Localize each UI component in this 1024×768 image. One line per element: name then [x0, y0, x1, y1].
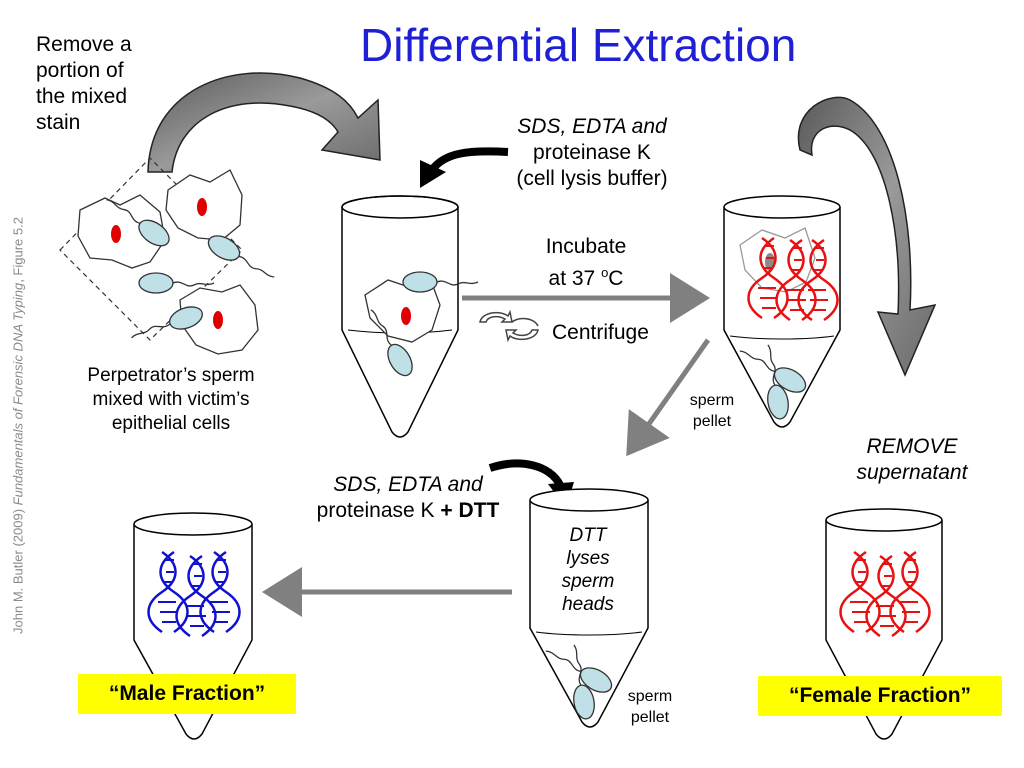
lysis-buffer-label: SDS, EDTA and proteinase K (cell lysis b… — [482, 114, 702, 192]
remove-portion-line: stain — [36, 111, 81, 134]
mixed-stain-sample — [59, 157, 280, 355]
remove-portion-line: portion of — [36, 59, 124, 82]
male-fraction-label: “Male Fraction” — [78, 674, 296, 714]
dtt-note-line: heads — [562, 594, 614, 615]
lysis-buffer-line: SDS, EDTA and — [517, 115, 667, 138]
lysis-buffer-line: (cell lysis buffer) — [516, 167, 668, 190]
incubate-label: Incubate at 37 oC — [518, 234, 654, 292]
female-fraction-label: “Female Fraction” — [758, 676, 1002, 716]
lysis-buffer-line: proteinase K — [533, 141, 651, 164]
mixture-caption-line: Perpetrator’s sperm — [87, 365, 255, 386]
sperm-pellet-label-1: sperm pellet — [672, 390, 752, 432]
remove-portion-line: the mixed — [36, 85, 128, 108]
dtt-note-line: sperm — [561, 571, 615, 592]
dtt-note-line: DTT — [569, 525, 607, 546]
tube-1 — [341, 195, 479, 438]
page-title: Differential Extraction — [360, 19, 797, 71]
credit-figure: , Figure 5.2 — [10, 217, 26, 283]
mixture-caption-line: mixed with victim’s — [92, 389, 250, 410]
incubate-temp: at 37 — [548, 267, 602, 290]
remove-supernatant-line: REMOVE — [866, 435, 958, 458]
remove-supernatant-label: REMOVE supernatant — [832, 434, 992, 486]
credit-author: John M. Butler (2009) — [10, 505, 26, 634]
remove-portion-label: Remove a portion of the mixed stain — [36, 32, 166, 136]
incubate-line: Incubate — [545, 235, 627, 258]
dtt-buffer-line: SDS, EDTA and — [333, 473, 483, 496]
centrifuge-label: Centrifuge — [552, 321, 649, 344]
mixture-caption: Perpetrator’s sperm mixed with victim’s … — [56, 364, 286, 436]
transfer-curved-arrow — [147, 72, 381, 173]
dtt-note: DTT lyses sperm heads — [540, 524, 636, 616]
sperm-pellet-line: sperm — [689, 392, 735, 409]
dtt-buffer-label: SDS, EDTA and proteinase K + DTT — [288, 472, 528, 524]
supernatant-curved-arrow — [797, 96, 937, 377]
degree-symbol: o — [601, 265, 609, 280]
dtt-note-line: lyses — [566, 548, 610, 569]
dtt-buffer-arrow — [488, 459, 564, 488]
figure-credit: John M. Butler (2009) Fundamentals of Fo… — [11, 176, 26, 676]
lysis-buffer-arrowhead — [420, 160, 446, 188]
tube-2 — [723, 195, 841, 428]
remove-portion-line: Remove a — [36, 33, 132, 56]
mixture-caption-line: epithelial cells — [111, 413, 231, 434]
dtt-additive: + DTT — [440, 499, 500, 522]
dtt-buffer-line: proteinase K — [316, 499, 441, 522]
centrifuge-rotation-icon — [479, 309, 539, 343]
tube-3 — [529, 488, 649, 728]
sperm-pellet-line: sperm — [627, 688, 673, 705]
lysis-buffer-arrow — [428, 147, 509, 173]
incubate-unit: C — [608, 267, 624, 290]
credit-book: Fundamentals of Forensic DNA Typing — [10, 282, 26, 506]
remove-supernatant-line: supernatant — [856, 461, 968, 484]
sperm-pellet-line: pellet — [630, 709, 670, 726]
sperm-pellet-label-2: sperm pellet — [612, 686, 688, 728]
sperm-pellet-line: pellet — [692, 413, 732, 430]
pellet-transfer-arrow — [626, 338, 711, 457]
